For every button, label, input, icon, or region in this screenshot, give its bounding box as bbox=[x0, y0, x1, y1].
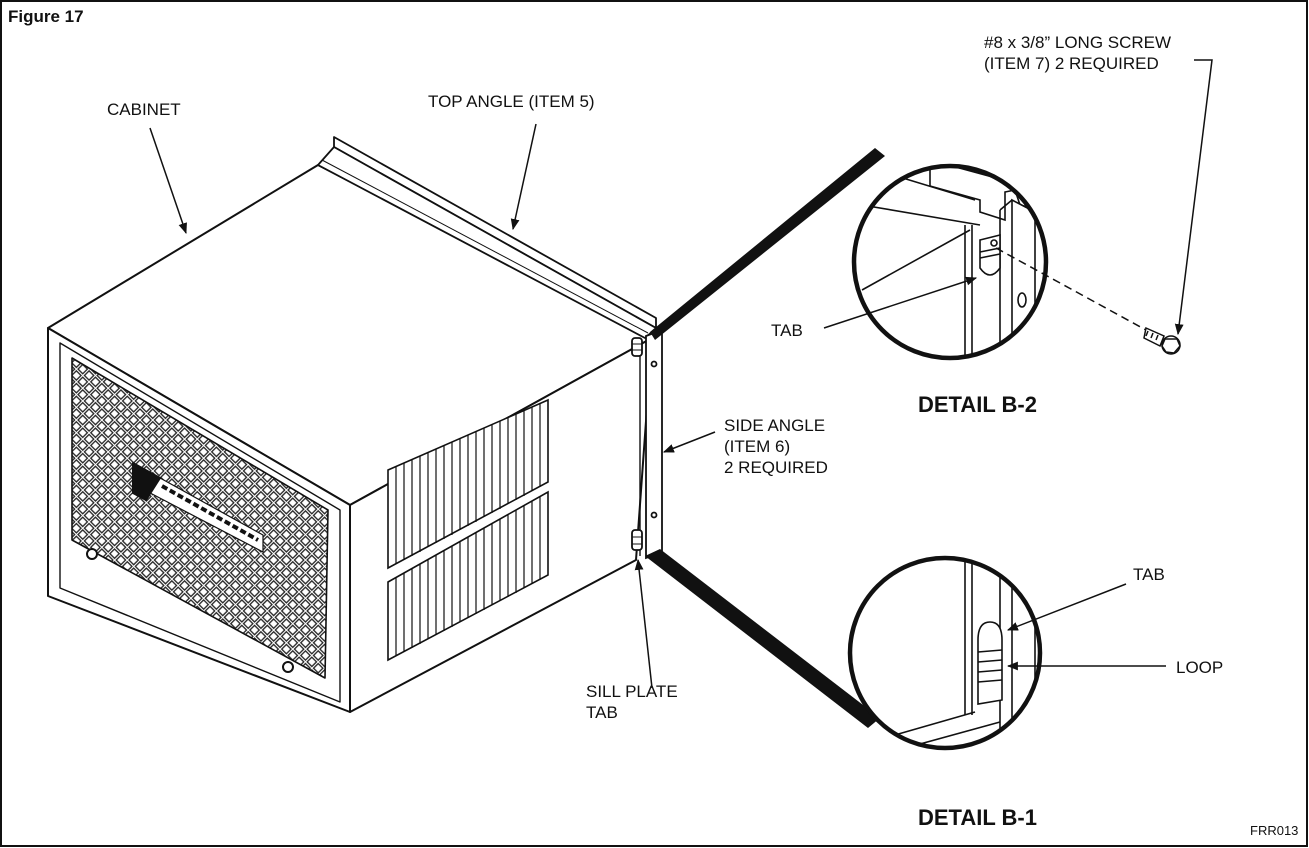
sill-plate-leader bbox=[634, 558, 653, 689]
cabinet bbox=[47, 164, 653, 713]
leader-lines bbox=[149, 59, 1213, 689]
screw-path-dashed bbox=[995, 247, 1147, 331]
cabinet-leader bbox=[149, 127, 187, 235]
screw-leader bbox=[1174, 59, 1213, 336]
detail-b1-view bbox=[847, 555, 1043, 751]
detail-b1-label: DETAIL B-1 bbox=[918, 805, 1037, 830]
side-angle-label: SIDE ANGLE (ITEM 6) 2 REQUIRED bbox=[724, 416, 828, 477]
detail-zoom-lines bbox=[645, 148, 885, 728]
sill-plate-tab-label: SILL PLATE TAB bbox=[586, 682, 678, 722]
top-angle-leader bbox=[510, 123, 537, 231]
loop-label: LOOP bbox=[1176, 658, 1224, 677]
front-screw-icon bbox=[86, 548, 98, 560]
front-screw-icon bbox=[282, 661, 294, 673]
brand-logo-icon bbox=[132, 462, 264, 553]
tab-b1-label: TAB bbox=[1133, 565, 1165, 584]
side-angle-hole-icon bbox=[650, 360, 658, 368]
cabinet-label: CABINET bbox=[107, 100, 181, 119]
detail-b2-label: DETAIL B-2 bbox=[918, 392, 1037, 417]
side-angle bbox=[631, 328, 663, 560]
screw-icon bbox=[1143, 326, 1181, 355]
side-angle-hole-icon bbox=[650, 511, 658, 519]
side-angle-leader bbox=[662, 431, 716, 453]
tab-b1-leader bbox=[1006, 583, 1127, 631]
figure-code: FRR013 bbox=[1250, 823, 1299, 838]
top-angle-label: TOP ANGLE (ITEM 5) bbox=[428, 92, 595, 111]
tab-b2-leader bbox=[823, 276, 978, 329]
figure-title: Figure 17 bbox=[8, 7, 84, 26]
tab-b2-label: TAB bbox=[771, 321, 803, 340]
detail-b2-view bbox=[851, 163, 1049, 361]
screw-label: #8 x 3/8” LONG SCREW (ITEM 7) 2 REQUIRED bbox=[984, 33, 1172, 73]
side-louvers bbox=[387, 398, 549, 662]
top-angle bbox=[317, 136, 657, 339]
front-panel-border bbox=[59, 342, 341, 703]
